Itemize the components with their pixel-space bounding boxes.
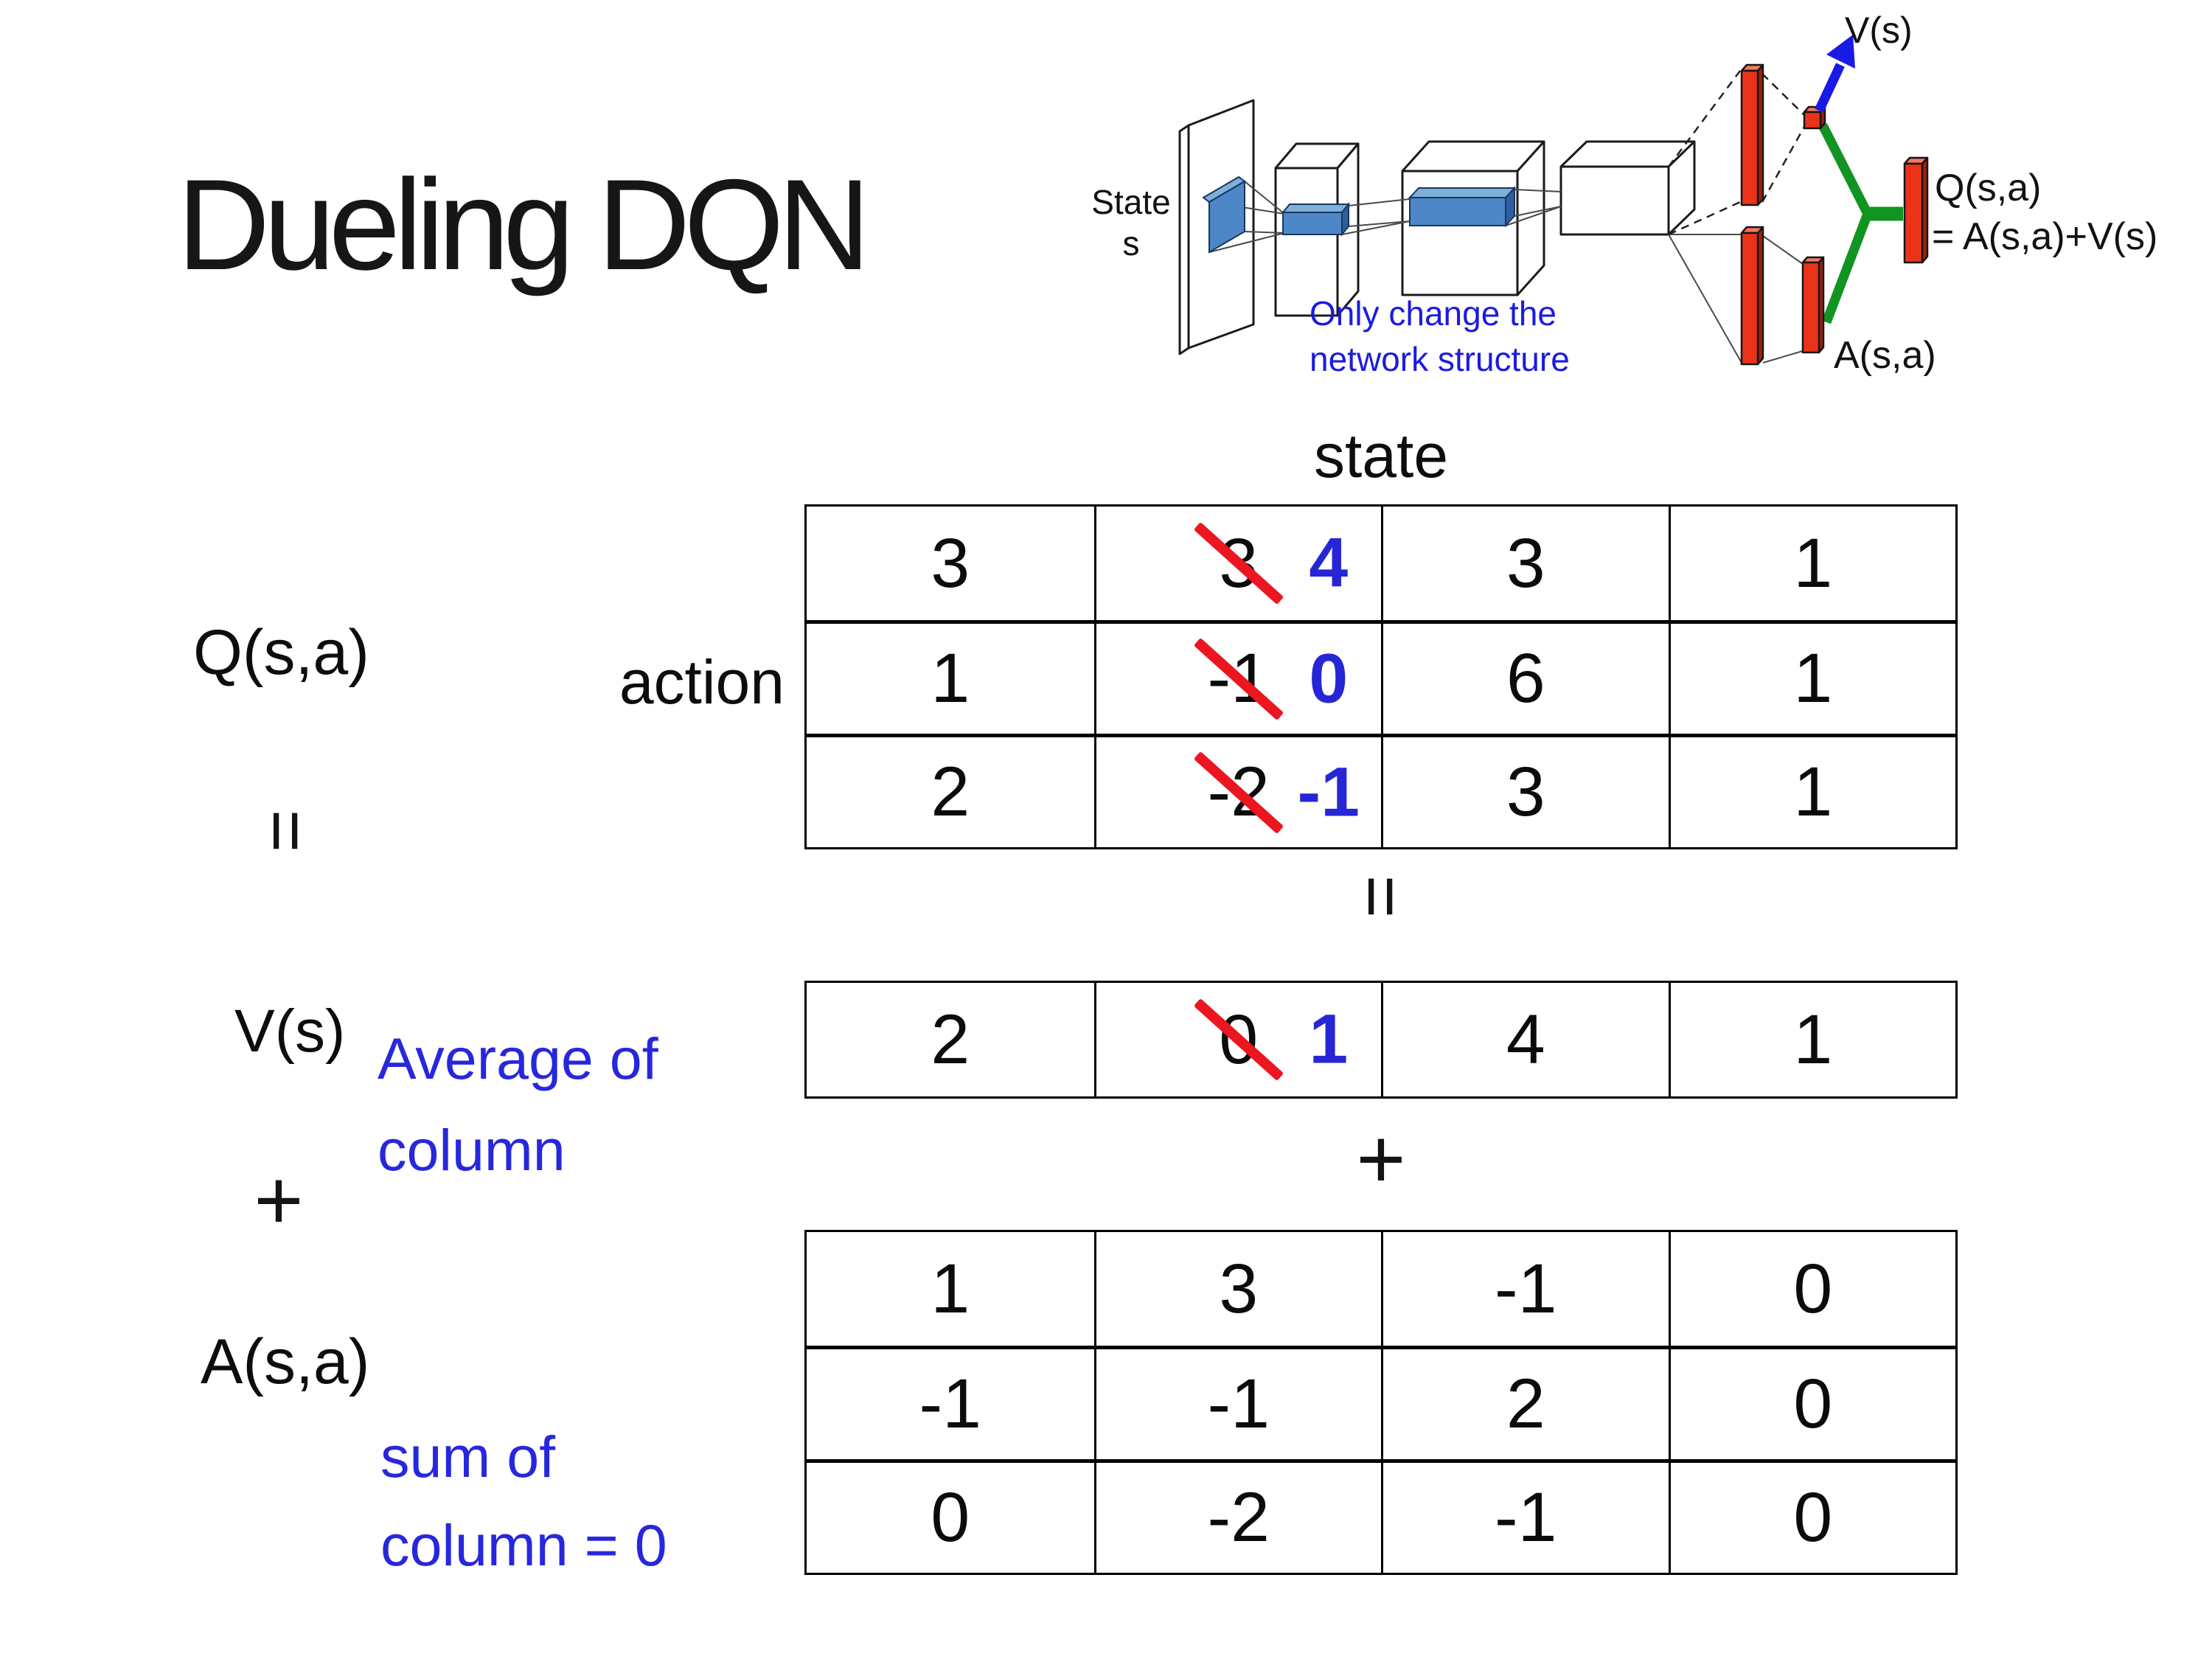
diagram-note-line1: Only change the [1310, 294, 1557, 333]
equals-center-mark: = [1337, 852, 1425, 941]
convolution-lines [1208, 181, 1804, 364]
page-title: Dueling DQN [177, 153, 871, 297]
input-panel-side [1178, 124, 1190, 355]
plus-left-mark: + [234, 1156, 323, 1245]
value-stream-bar [1740, 69, 1759, 206]
a-cell-r1c4: 0 [1668, 1232, 1956, 1346]
action-header: action [619, 647, 785, 717]
q-cell-r1c4: 1 [1668, 507, 1956, 620]
diagram-state-label-line1: State [1091, 183, 1170, 221]
a-cell-r1c1: 1 [931, 1249, 970, 1328]
v-note-line2: column [378, 1117, 566, 1183]
a-cell-r3c4: 0 [1668, 1459, 1955, 1573]
replacement-value: 4 [1309, 524, 1349, 602]
equals-left-glyph: = [245, 809, 327, 853]
diagram-q-output-formula: = A(s,a)+V(s) [1932, 215, 2157, 258]
diagram-state-label-line2: s [1123, 224, 1140, 262]
q-cell-r2c3: 6 [1381, 620, 1669, 734]
v-equation-label: V(s) [234, 998, 346, 1065]
a-cell-r3c1: 0 [807, 1459, 1094, 1573]
replacement-value: 1 [1309, 1000, 1349, 1079]
dashed-value-stream-lines [1667, 70, 1806, 236]
v-cell-c1: 2 [931, 1000, 970, 1079]
a-note-line2: column = 0 [380, 1512, 667, 1578]
aggregation-connector [1818, 123, 1903, 324]
q-cell-r3c2-struck: -2 -1 [1093, 734, 1381, 847]
conv1-box-front [1274, 167, 1339, 317]
q-cell-r3c1: 2 [807, 734, 1094, 847]
q-table: 3 3 4 3 1 1 -1 0 6 1 2 -2 -1 3 1 [804, 504, 1958, 849]
replacement-value: -1 [1297, 753, 1360, 831]
a-table: 1 3 -1 0 -1 -1 2 0 0 -2 -1 0 [804, 1230, 1958, 1575]
v-note-line1: Average of [378, 1026, 658, 1091]
v-table: 2 0 1 4 1 [804, 981, 1958, 1099]
a-cell-r2c4: 0 [1668, 1346, 1955, 1459]
q-cell-r3c4: 1 [1668, 734, 1955, 847]
q-cell-r2c2-struck: -1 0 [1093, 620, 1381, 734]
a-equation-label: A(s,a) [201, 1326, 370, 1397]
a-cell-r1c2: 3 [1093, 1232, 1382, 1346]
fc-box-front [1559, 165, 1670, 236]
a-cell-r2c2: -1 [1093, 1346, 1381, 1459]
q-cell-r2c1: 1 [807, 620, 1094, 734]
diagram-q-output-label: Q(s,a) [1935, 167, 2041, 209]
a-cell-r3c3: -1 [1381, 1459, 1669, 1573]
plus-center-glyph: + [1356, 1111, 1406, 1206]
diagram-value-output-label: V(s) [1845, 10, 1913, 51]
q-output-bar [1903, 162, 1924, 264]
blue-feature-maps [1202, 175, 1517, 254]
diagram-advantage-output-label: A(s,a) [1834, 334, 1936, 377]
q-cell-r1c2-struck: 3 4 [1093, 507, 1382, 620]
a-cell-r2c1: -1 [807, 1346, 1094, 1459]
advantage-stream-bar [1740, 232, 1759, 366]
plus-center-mark: + [1337, 1115, 1425, 1203]
equals-center-glyph: = [1340, 874, 1422, 919]
a-cell-r3c2: -2 [1093, 1459, 1381, 1573]
dueling-network-diagram: State s V(s) Q(s,a) = A(s,a)+V(s) A(s,a)… [1091, 10, 2157, 378]
q-cell-r2c4: 1 [1668, 620, 1955, 734]
advantage-vector-bar [1801, 261, 1820, 354]
state-header: state [1313, 421, 1449, 490]
output-bars [1740, 63, 1929, 366]
equals-left-mark: = [242, 787, 330, 875]
q-cell-r3c3: 3 [1381, 734, 1669, 847]
v-cell-c3: 4 [1381, 983, 1669, 1096]
v-cell-c2-struck: 0 1 [1093, 983, 1382, 1096]
plus-left-glyph: + [254, 1152, 304, 1248]
a-cell-r2c3: 2 [1381, 1346, 1669, 1459]
value-arrow-head [1826, 35, 1855, 69]
diagram-note-line2: network structure [1310, 340, 1570, 378]
q-equation-label: Q(s,a) [193, 617, 369, 688]
a-cell-r1c3: -1 [1381, 1232, 1669, 1346]
a-note-line1: sum of [380, 1424, 556, 1489]
value-arrow [1815, 35, 1855, 113]
q-cell-r1c1: 3 [931, 524, 970, 602]
v-cell-c4: 1 [1668, 983, 1956, 1096]
replacement-value: 0 [1309, 639, 1349, 717]
q-cell-r1c3: 3 [1381, 507, 1669, 620]
conv-layer-boxes [1178, 99, 1696, 355]
scalar-value-node [1803, 111, 1822, 130]
